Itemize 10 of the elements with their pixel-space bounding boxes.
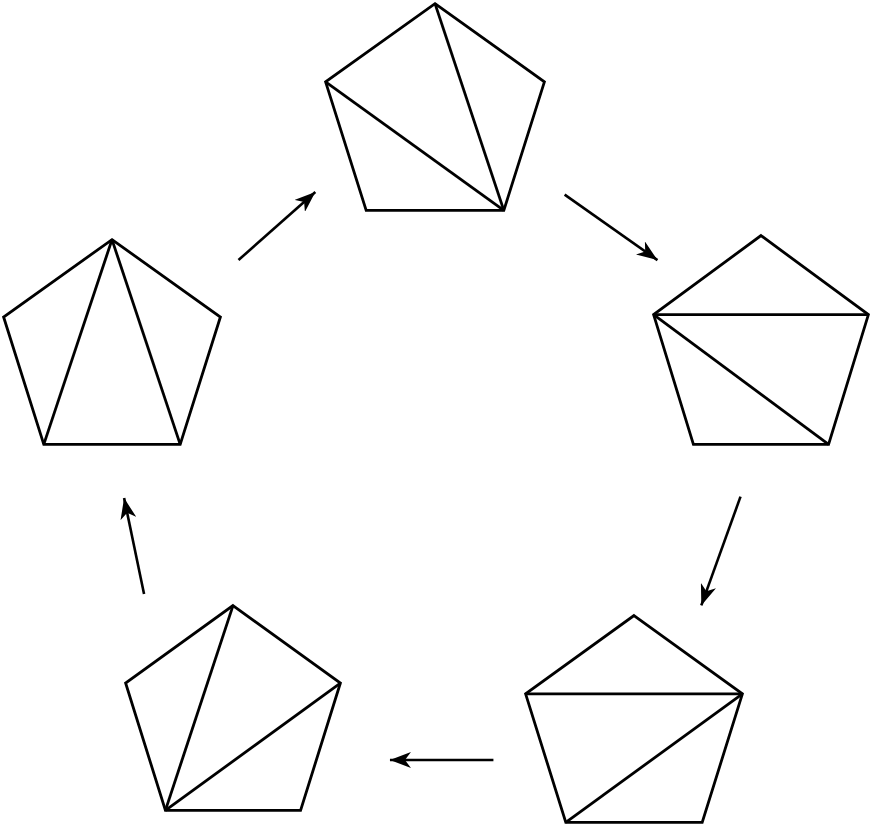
arrow bbox=[237, 191, 317, 262]
triangulated-pentagon bbox=[652, 234, 870, 446]
arrow bbox=[120, 497, 146, 595]
arrow bbox=[700, 496, 742, 606]
triangulated-pentagon bbox=[124, 604, 342, 812]
triangulated-pentagon bbox=[524, 614, 744, 824]
arrow bbox=[563, 193, 659, 262]
arrow bbox=[389, 752, 494, 768]
triangulated-pentagon bbox=[2, 238, 222, 446]
triangulated-pentagon bbox=[324, 2, 546, 212]
